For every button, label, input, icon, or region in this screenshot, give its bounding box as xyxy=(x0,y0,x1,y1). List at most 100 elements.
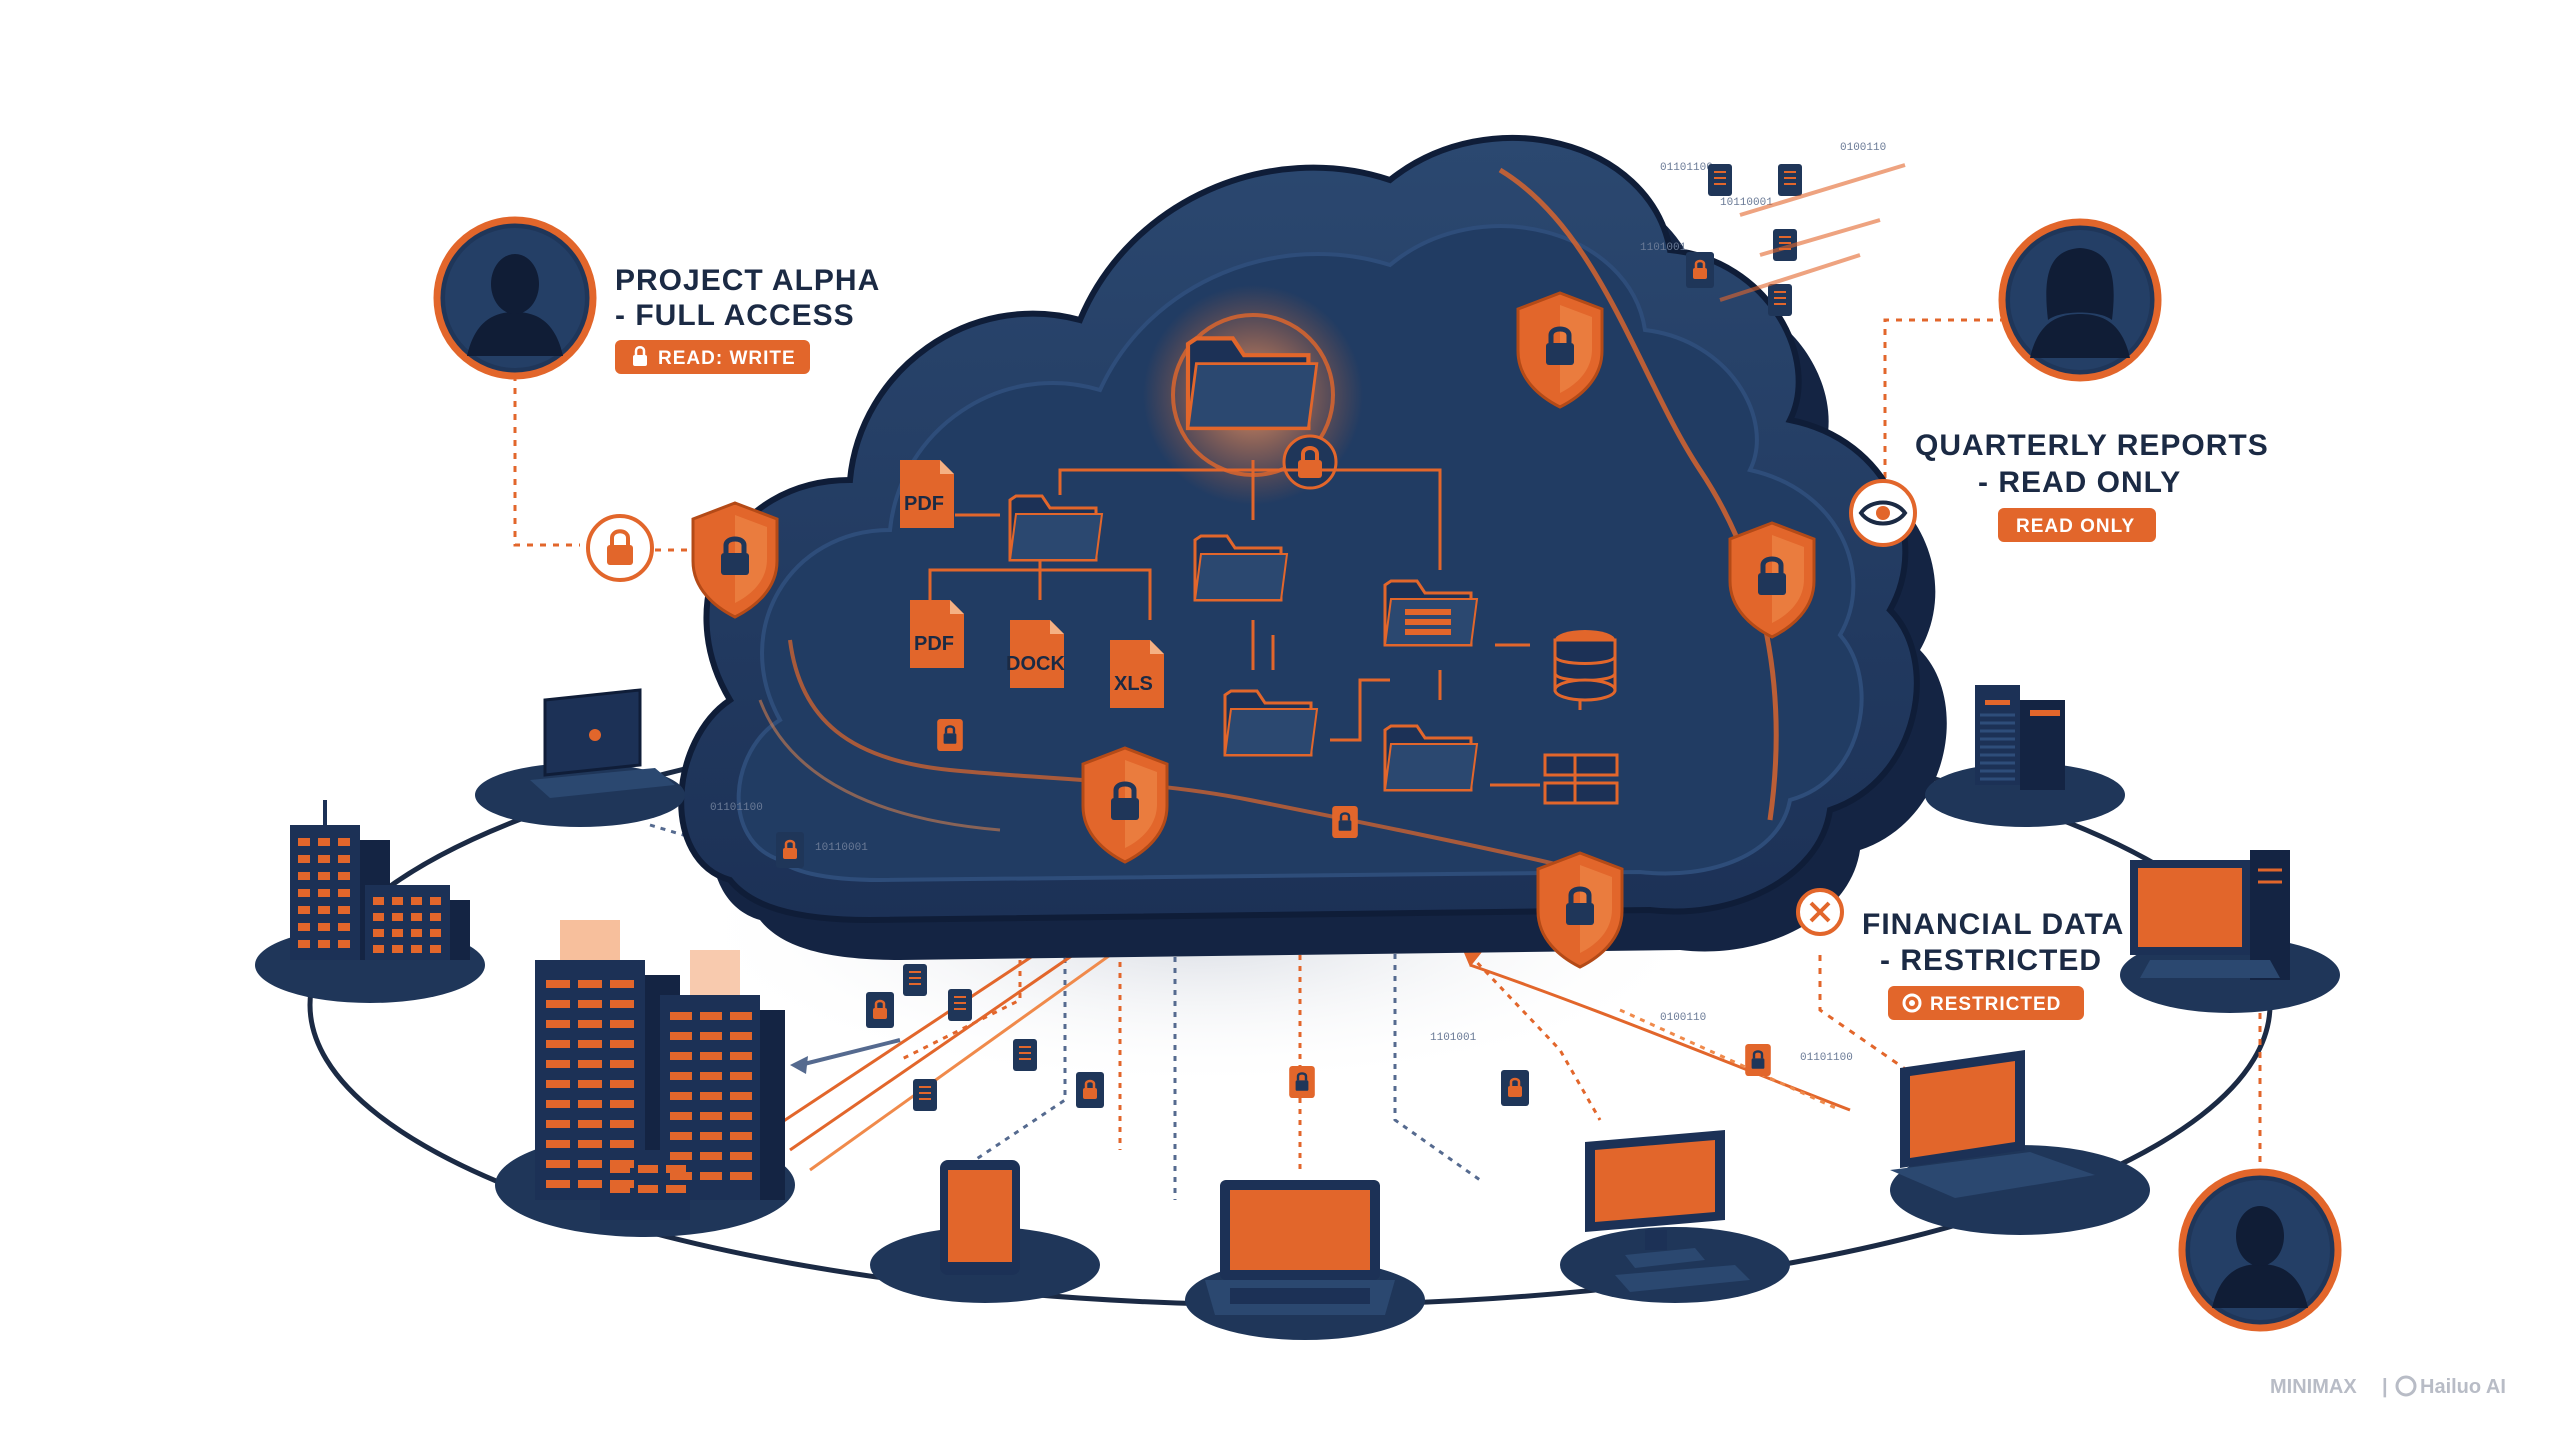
svg-text:01101100: 01101100 xyxy=(710,802,763,814)
building-window xyxy=(670,1092,692,1100)
building-window xyxy=(318,855,330,863)
building-window xyxy=(338,872,350,880)
transit-data-chips: 01101100 10110001 1101001 0100110 011011… xyxy=(710,802,1853,1112)
pdf-file-label: PDF xyxy=(914,633,954,655)
building-window xyxy=(298,906,310,914)
restricted-gear-icon xyxy=(1902,993,1922,1013)
building-window xyxy=(546,1140,570,1148)
building-window xyxy=(578,1180,602,1188)
building-window xyxy=(338,923,350,931)
user-avatar-icon xyxy=(437,220,593,376)
building-window xyxy=(546,1100,570,1108)
building-window xyxy=(298,923,310,931)
building-window xyxy=(546,1020,570,1028)
access-badge xyxy=(615,340,810,374)
server-icon xyxy=(1975,685,2065,790)
building-window xyxy=(392,897,403,905)
label-financial-data: FINANCIAL DATA - RESTRICTED RESTRICTED xyxy=(1862,908,2124,1020)
building-window xyxy=(578,1160,602,1168)
access-badge-text: RESTRICTED xyxy=(1930,994,2061,1015)
building-window xyxy=(338,855,350,863)
lock-icon xyxy=(1330,804,1360,840)
building-window xyxy=(670,1112,692,1120)
building-window xyxy=(700,1092,722,1100)
building-window xyxy=(610,1140,634,1148)
server-rack-icon xyxy=(1543,753,1619,805)
building-window xyxy=(700,1112,722,1120)
building-window xyxy=(392,913,403,921)
building-window xyxy=(730,1032,752,1040)
watermark-brand: MINIMAX xyxy=(2270,1376,2357,1398)
xls-file-icon: XLS xyxy=(1110,640,1164,708)
building-window xyxy=(670,1052,692,1060)
building-window xyxy=(373,897,384,905)
building-window xyxy=(411,897,422,905)
building-window xyxy=(392,929,403,937)
pdf-file-icon: PDF xyxy=(900,460,954,528)
building-window xyxy=(670,1072,692,1080)
building-window xyxy=(578,1080,602,1088)
building-window xyxy=(298,940,310,948)
building-window xyxy=(578,1100,602,1108)
building-window xyxy=(610,1040,634,1048)
building-window xyxy=(670,1132,692,1140)
building-window xyxy=(546,1180,570,1188)
desktop-tower-icon xyxy=(2130,850,2290,980)
building-window xyxy=(338,906,350,914)
pdf-file-label: PDF xyxy=(904,493,944,515)
building-window xyxy=(578,1040,602,1048)
label-title: FINANCIAL DATA xyxy=(1862,908,2124,941)
building-window xyxy=(700,1132,722,1140)
building-window xyxy=(730,1092,752,1100)
folder-tree-links xyxy=(928,460,1582,787)
building-window xyxy=(700,1072,722,1080)
svg-text:1101001: 1101001 xyxy=(1640,242,1687,254)
building-window xyxy=(578,1140,602,1148)
access-badge-text: READ: WRITE xyxy=(658,348,796,369)
building-window xyxy=(373,929,384,937)
building-window xyxy=(578,1060,602,1068)
building-window xyxy=(700,1052,722,1060)
building-window xyxy=(373,945,384,953)
label-subtitle: - FULL ACCESS xyxy=(615,299,855,332)
building-window xyxy=(730,1152,752,1160)
access-badge xyxy=(1998,508,2156,542)
laptop-icon xyxy=(530,688,675,798)
building-window xyxy=(392,945,403,953)
building-window xyxy=(298,855,310,863)
building-window xyxy=(730,1172,752,1180)
label-title: QUARTERLY REPORTS xyxy=(1915,429,2269,462)
building-window xyxy=(546,1040,570,1048)
building-window xyxy=(670,1032,692,1040)
building-window xyxy=(700,1172,722,1180)
building-window xyxy=(730,1052,752,1060)
building-window xyxy=(411,913,422,921)
label-project-alpha: PROJECT ALPHA - FULL ACCESS READ: WRITE xyxy=(615,264,880,374)
building-window xyxy=(318,906,330,914)
watermark: MINIMAX | Hailuo AI xyxy=(2270,1375,2506,1398)
laptop-icon xyxy=(1890,1050,2095,1198)
building-window xyxy=(670,1172,692,1180)
svg-text:1101001: 1101001 xyxy=(1430,1032,1477,1044)
building-window xyxy=(638,1165,658,1173)
svg-text:10110001: 10110001 xyxy=(1720,197,1773,209)
building-window xyxy=(700,1152,722,1160)
building-window xyxy=(638,1185,658,1193)
building-window xyxy=(298,872,310,880)
building-window xyxy=(546,1160,570,1168)
building-window xyxy=(411,929,422,937)
building-window xyxy=(610,1020,634,1028)
building-window xyxy=(318,940,330,948)
desktop-icon xyxy=(1585,1130,1750,1292)
building-window xyxy=(298,838,310,846)
eye-icon xyxy=(1849,479,1917,547)
building-window xyxy=(610,980,634,988)
svg-text:01101100: 01101100 xyxy=(1800,1052,1853,1064)
lock-icon xyxy=(633,346,647,366)
spreadsheet-folder-icon xyxy=(1383,579,1479,647)
encrypted-data-stream: 01101100 10110001 1101001 0100110 xyxy=(1640,142,1906,317)
building-window xyxy=(730,1012,752,1020)
building-window xyxy=(318,889,330,897)
building-window xyxy=(318,872,330,880)
label-title: PROJECT ALPHA xyxy=(615,264,880,297)
